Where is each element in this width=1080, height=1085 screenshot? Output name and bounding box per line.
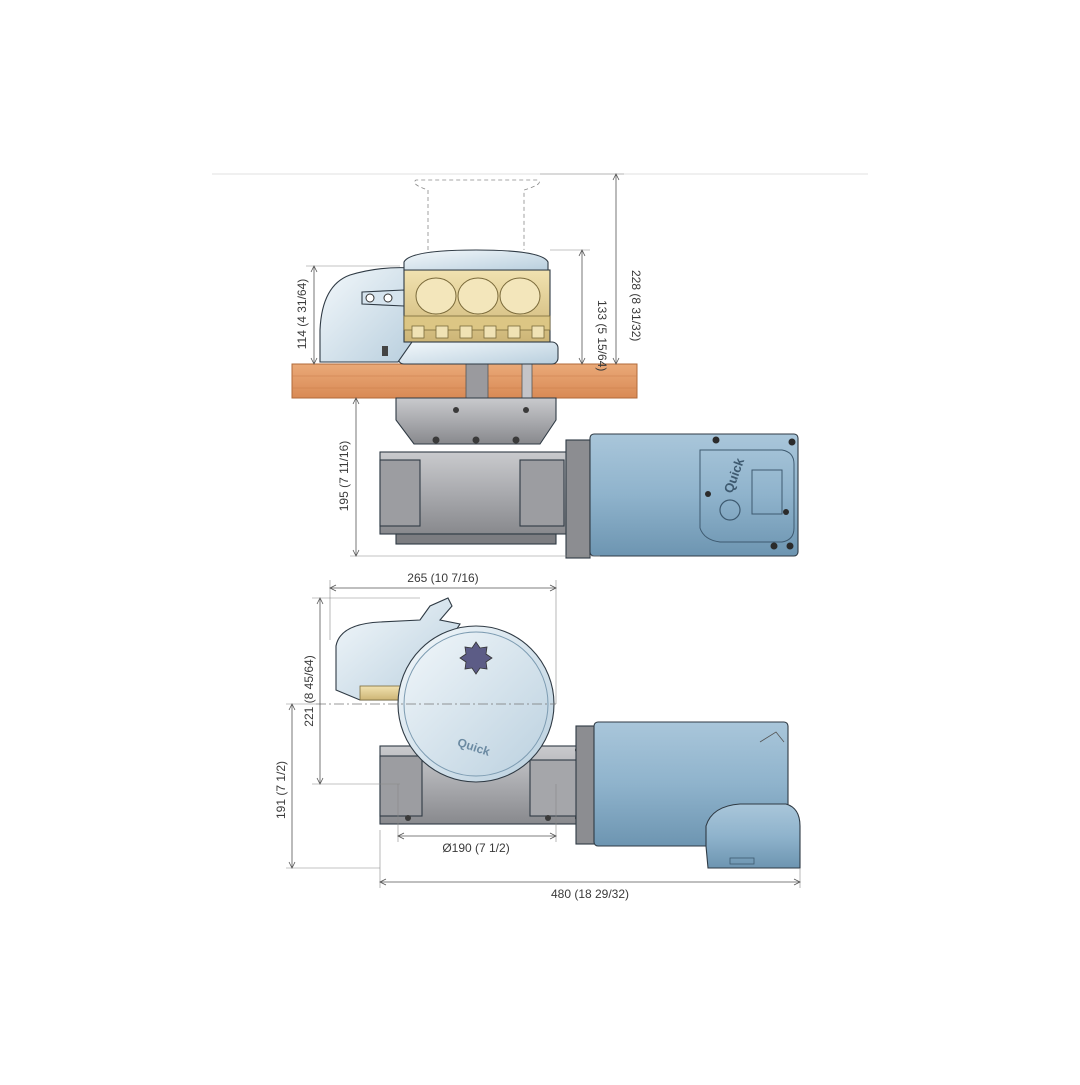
- base-plate: [397, 341, 559, 365]
- cap-dashed-outline: [414, 179, 540, 250]
- gearbox-top-endcap: [379, 755, 423, 817]
- chain-pipe: [359, 685, 405, 701]
- gearbox-endcap: [519, 459, 565, 527]
- dim-133: 133 (5 15/64): [595, 300, 609, 371]
- dim-191: 191 (7 1/2): [274, 761, 288, 819]
- shaft: [465, 363, 489, 399]
- gearbox-endcap: [379, 459, 421, 527]
- motor-tab: [759, 731, 785, 743]
- terminal-box: [705, 803, 801, 869]
- dim-228: 228 (8 31/32): [629, 270, 643, 341]
- gearbox-base: [395, 533, 557, 545]
- top-dimension-lines: [286, 580, 801, 888]
- gearbox-top-endcap: [529, 759, 579, 817]
- stud: [521, 359, 533, 399]
- motor-screws: [705, 436, 796, 550]
- cap: [403, 249, 549, 271]
- side-view: Quick 228 (8 31/32) 133 (5 15/64) 114 (4…: [291, 173, 799, 559]
- top-chain-guide: [335, 597, 461, 701]
- star-nut-icon: [459, 641, 493, 675]
- chain-guide: [319, 267, 413, 363]
- gearbox-flange: [395, 397, 557, 445]
- bolt: [382, 346, 388, 356]
- deck-board: [291, 363, 638, 399]
- pivot-icon: [383, 293, 393, 303]
- gypsy-cover-ring: [403, 631, 549, 777]
- quick-logo-icon: [719, 499, 741, 521]
- motor-endcap-outline: [699, 449, 795, 543]
- motor-body: [589, 433, 799, 557]
- dim-114: 114 (4 31/64): [295, 279, 309, 350]
- dim-265: 265 (10 7/16): [407, 571, 478, 585]
- dim-190: Ø190 (7 1/2): [442, 841, 509, 855]
- motor-top-flange: [575, 725, 597, 845]
- gearbox-bolts: [432, 407, 529, 444]
- pivot-icon: [365, 293, 375, 303]
- dim-480: 480 (18 29/32): [551, 887, 629, 901]
- motor-flange: [565, 439, 591, 559]
- top-view: Quick 265 (10 7/16) 2: [274, 571, 801, 901]
- dim-195: 195 (7 11/16): [337, 441, 351, 512]
- motor-label-panel: [751, 469, 783, 515]
- gypsy-lobes: [403, 277, 551, 339]
- side-dimension-lines: [306, 173, 624, 557]
- dim-221: 221 (8 45/64): [302, 655, 316, 726]
- terminal-label: [729, 857, 755, 865]
